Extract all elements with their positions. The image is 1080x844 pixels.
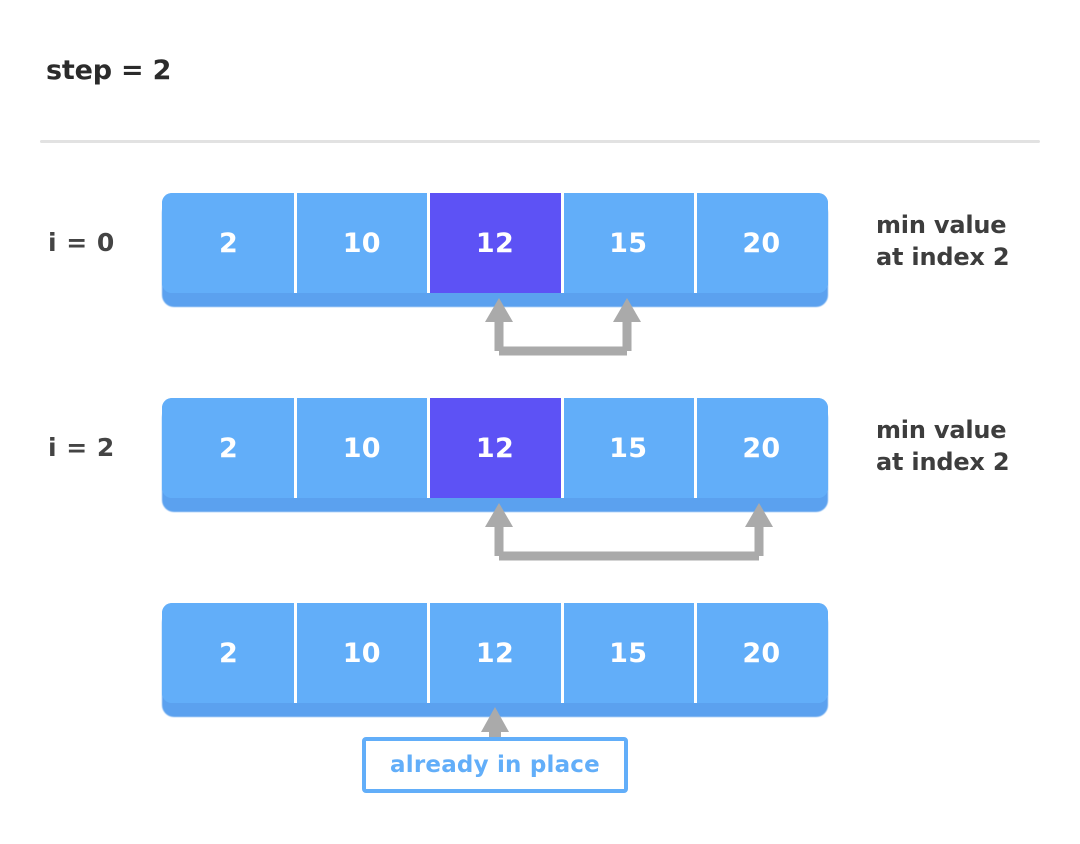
array-cell[interactable]: 15 — [560, 398, 695, 498]
array-cell[interactable]: 2 — [162, 193, 296, 293]
array-cell[interactable]: 15 — [560, 193, 695, 293]
row-1-index-label: i = 0 — [48, 228, 115, 257]
array-row-2-cells: 2 10 12 15 20 — [162, 398, 828, 498]
array-cell-highlighted[interactable]: 12 — [427, 193, 562, 293]
array-cell-highlighted[interactable]: 12 — [427, 398, 562, 498]
row-2-index-label: i = 2 — [48, 433, 115, 462]
array-cell[interactable]: 20 — [693, 603, 828, 703]
array-row-3: 2 10 12 15 20 — [162, 603, 828, 717]
array-cell[interactable]: 20 — [693, 398, 828, 498]
header-divider — [40, 140, 1040, 143]
array-cell[interactable]: 2 — [162, 398, 296, 498]
array-cell[interactable]: 10 — [294, 603, 429, 703]
array-row-2: 2 10 12 15 20 — [162, 398, 828, 512]
row-2-note: min value at index 2 — [876, 416, 1010, 476]
array-row-1-cells: 2 10 12 15 20 — [162, 193, 828, 293]
already-in-place-label: already in place — [390, 752, 600, 778]
array-cell[interactable]: 10 — [294, 193, 429, 293]
array-cell[interactable]: 15 — [560, 603, 695, 703]
array-row-3-cells: 2 10 12 15 20 — [162, 603, 828, 703]
row-1-note: min value at index 2 — [876, 211, 1010, 271]
array-row-1: 2 10 12 15 20 — [162, 193, 828, 307]
step-label: step = 2 — [46, 55, 172, 86]
array-cell[interactable]: 2 — [162, 603, 296, 703]
already-in-place-callout[interactable]: already in place — [362, 737, 628, 793]
array-cell[interactable]: 12 — [427, 603, 562, 703]
array-cell[interactable]: 20 — [693, 193, 828, 293]
array-cell[interactable]: 10 — [294, 398, 429, 498]
